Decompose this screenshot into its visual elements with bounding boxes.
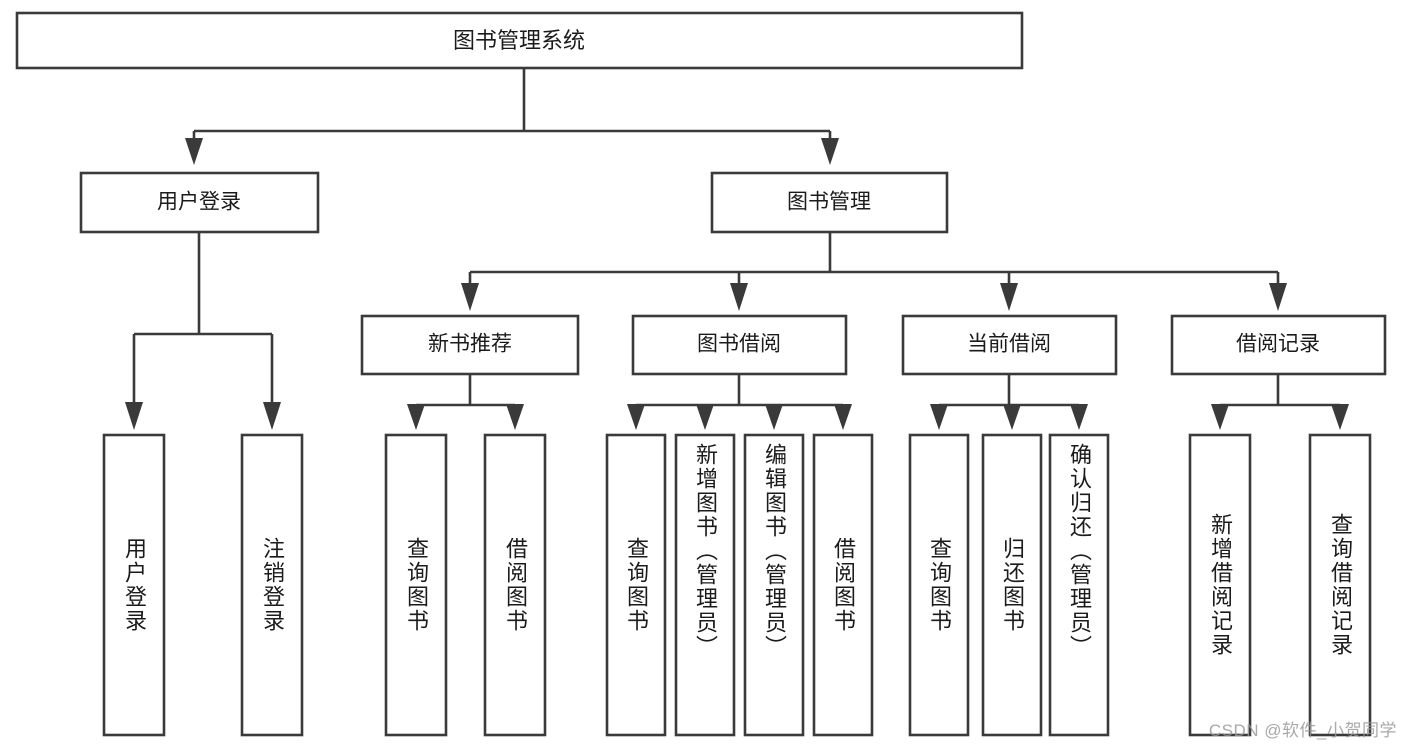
arrow-head-new-book-rec: [461, 283, 479, 311]
arrow-head-leaf-return-book: [1003, 404, 1021, 430]
arrow-head-leaf-add-record: [1211, 404, 1229, 430]
node-borrow-record-box[interactable]: [1170, 314, 1387, 376]
node-current-borrow-label: 当前借阅: [967, 333, 1051, 356]
node-book-manage-label: 图书管理: [787, 191, 871, 214]
connector-group-book-borrow: [627, 374, 852, 430]
arrow-head-book-manage: [821, 138, 839, 165]
leaf-box-query-book-2[interactable]: [605, 433, 667, 737]
node-new-book-rec-box[interactable]: [360, 314, 580, 376]
leaf-box-add-record[interactable]: [1188, 433, 1252, 737]
leaf-box-confirm-return[interactable]: [1048, 433, 1110, 737]
leaf-box-borrow-book-2[interactable]: [812, 433, 874, 737]
node-current-borrow[interactable]: 当前借阅: [901, 314, 1118, 376]
connector-group-book-manage: [461, 232, 1287, 311]
arrow-head-leaf-borrow-book-1: [506, 404, 524, 430]
leaf-box-query-book-3[interactable]: [908, 433, 970, 737]
node-current-borrow-box[interactable]: [901, 314, 1118, 376]
leaf-box-user-logout[interactable]: [240, 433, 304, 737]
node-root-label: 图书管理系统: [453, 28, 585, 53]
node-user-login-box[interactable]: [79, 171, 320, 234]
arrow-head-leaf-confirm-return: [1070, 404, 1088, 430]
node-new-book-rec[interactable]: 新书推荐: [360, 314, 580, 376]
arrow-head-user-login: [185, 138, 203, 165]
node-borrow-record-label: 借阅记录: [1236, 333, 1320, 356]
connector-group-new-book-rec: [407, 374, 524, 430]
arrow-head-leaf-query-book-2: [627, 404, 645, 430]
arrow-head-leaf-user-login: [125, 402, 143, 430]
arrow-head-leaf-query-book-3: [930, 404, 948, 430]
node-book-manage[interactable]: 图书管理: [710, 171, 949, 234]
csdn-watermark: CSDN @软件_小贺同学: [1208, 721, 1397, 740]
node-root-box[interactable]: [15, 11, 1024, 70]
leaf-box-return-book[interactable]: [981, 433, 1043, 737]
arrow-head-book-borrow: [730, 283, 748, 311]
node-borrow-record[interactable]: 借阅记录: [1170, 314, 1387, 376]
arrow-head-current-borrow: [1000, 283, 1018, 311]
leaf-box-user-login[interactable]: [102, 433, 166, 737]
arrow-head-borrow-record: [1269, 283, 1287, 311]
connector-group-current-borrow: [930, 374, 1088, 430]
arrow-head-leaf-user-logout: [263, 402, 281, 430]
node-book-borrow[interactable]: 图书借阅: [631, 314, 848, 376]
node-book-borrow-box[interactable]: [631, 314, 848, 376]
connector-group-user-login: [125, 232, 281, 430]
leaf-box-edit-book[interactable]: [743, 433, 805, 737]
arrow-head-leaf-borrow-book-2: [834, 404, 852, 430]
node-book-manage-box[interactable]: [710, 171, 949, 234]
arrow-head-leaf-add-book: [696, 404, 714, 430]
leaf-box-query-book-1[interactable]: [384, 433, 448, 737]
node-book-borrow-label: 图书借阅: [697, 333, 781, 356]
leaf-box-borrow-book-1[interactable]: [483, 433, 547, 737]
node-user-login[interactable]: 用户登录: [79, 171, 320, 234]
arrow-head-leaf-query-record: [1331, 404, 1349, 430]
leaf-box-add-book[interactable]: [674, 433, 736, 737]
arrow-head-leaf-edit-book: [765, 404, 783, 430]
node-user-login-label: 用户登录: [157, 191, 241, 214]
leaf-boxes: [102, 433, 1372, 737]
arrow-head-leaf-query-book-1: [407, 404, 425, 430]
connector-group-borrow-record: [1211, 374, 1349, 430]
node-new-book-rec-label: 新书推荐: [428, 333, 512, 356]
leaf-box-query-record[interactable]: [1308, 433, 1372, 737]
node-root[interactable]: 图书管理系统: [15, 11, 1024, 70]
connector-group-root: [185, 68, 839, 165]
